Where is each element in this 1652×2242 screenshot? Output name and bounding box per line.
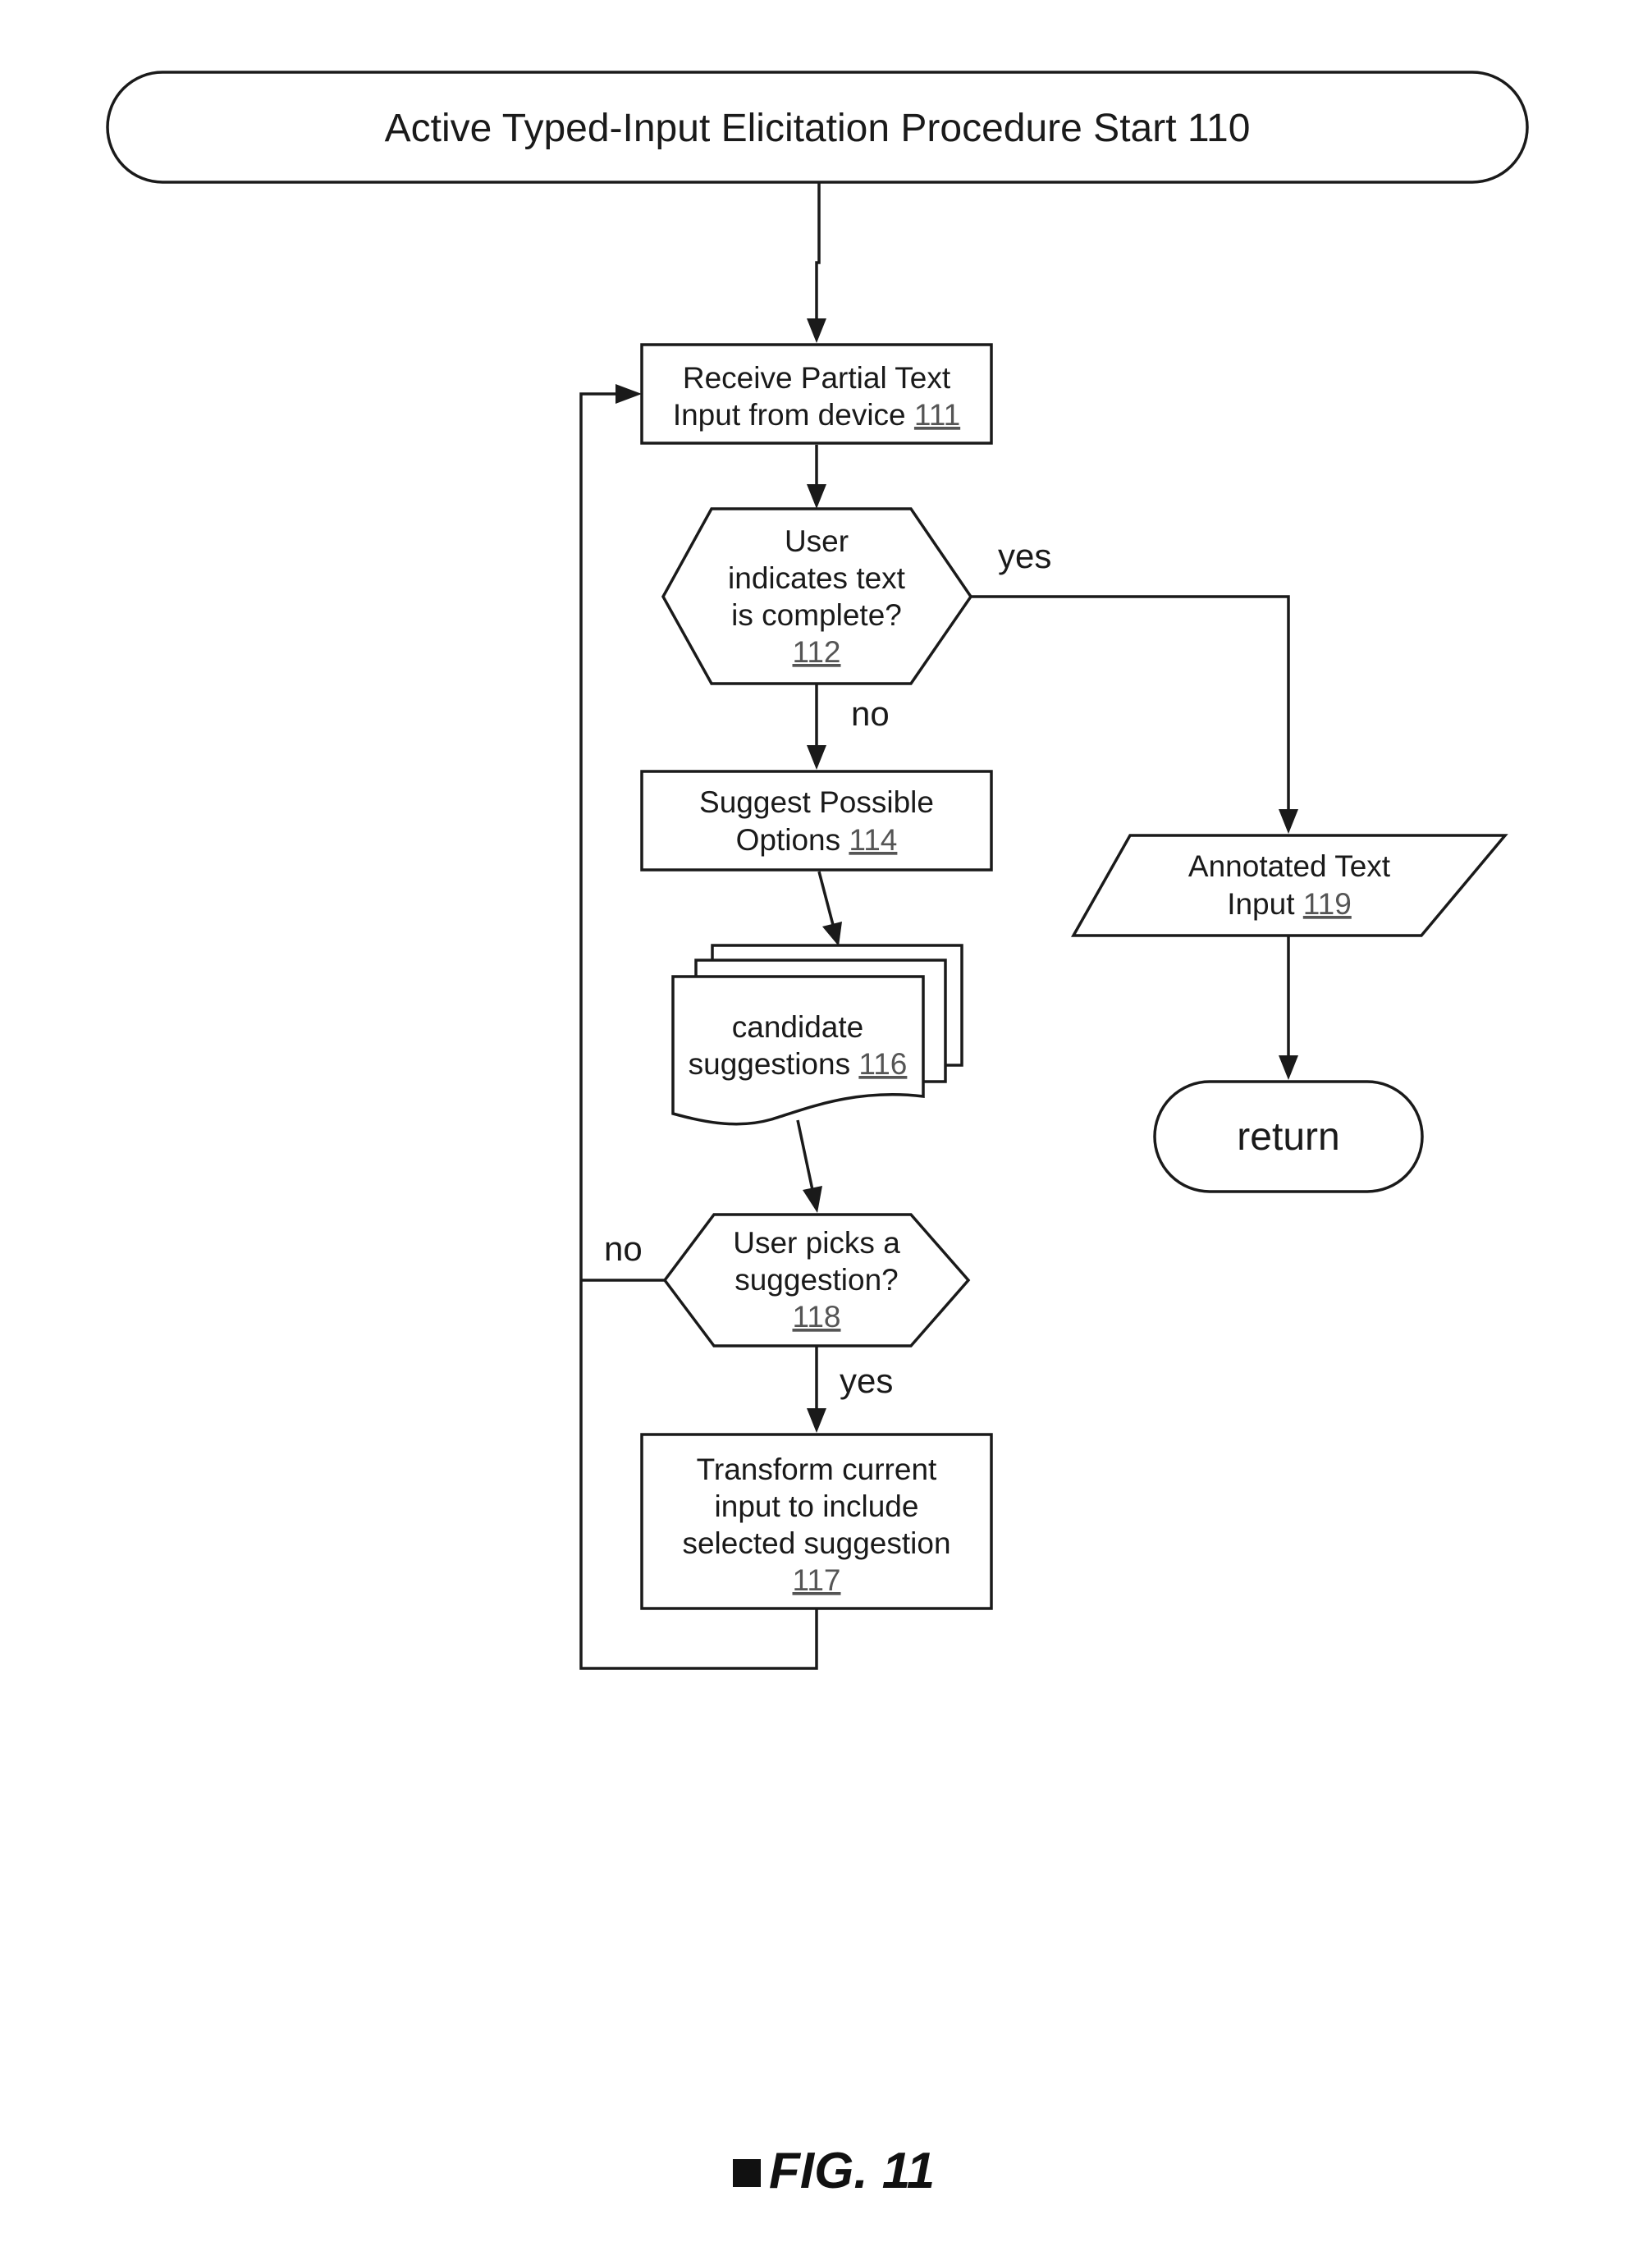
process-117-line-2: input to include: [715, 1489, 919, 1523]
arrowhead: [807, 1408, 826, 1433]
decision-118-line-1: User picks a: [733, 1226, 900, 1260]
connectors: [579, 182, 1298, 1670]
documents-116-ref: 116: [858, 1047, 907, 1081]
documents-116-line-1: candidate: [732, 1010, 863, 1044]
arrowhead: [1279, 1055, 1298, 1080]
arrowhead: [803, 1186, 822, 1213]
svg-text:suggestions 116: suggestions 116: [689, 1047, 908, 1081]
process-111-ref: 111: [914, 398, 960, 432]
decision-118-ref: 118: [793, 1300, 841, 1334]
documents-116: candidate suggestions 116: [671, 944, 963, 1126]
decision-118: User picks a suggestion? 118: [662, 1213, 971, 1347]
edge-116-to-118: [796, 1119, 814, 1191]
edge-112-yes: [968, 595, 1290, 811]
edge-label-no-112: no: [851, 694, 890, 733]
decision-112: User indicates text is complete? 112: [661, 507, 973, 685]
process-114: Suggest Possible Options 114: [640, 770, 993, 872]
process-117-line-1: Transform current: [697, 1453, 937, 1486]
start-terminator: Active Typed-Input Elicitation Procedure…: [106, 71, 1529, 184]
process-111-line-2: Input from device: [673, 398, 906, 432]
process-114-line-2: Options: [736, 823, 841, 857]
documents-116-line-2: suggestions: [689, 1047, 850, 1081]
svg-text:Input from device 111: Input from device 111: [673, 398, 960, 432]
start-label: Active Typed-Input Elicitation Procedure…: [385, 107, 1251, 150]
data-119-ref: 119: [1303, 887, 1352, 921]
process-111-line-1: Receive Partial Text: [683, 361, 951, 395]
data-119-line-1: Annotated Text: [1188, 849, 1391, 883]
arrowhead: [822, 922, 842, 946]
arrowhead: [807, 318, 826, 343]
edge-114-to-116: [817, 871, 835, 926]
figure-caption: FIG. 11: [733, 2143, 935, 2199]
edge-label-yes-118: yes: [840, 1361, 893, 1400]
decision-112-line-1: User: [785, 524, 849, 558]
arrowhead: [807, 745, 826, 770]
edge-label-yes-112: yes: [998, 537, 1051, 575]
decision-118-line-2: suggestion?: [734, 1263, 899, 1297]
process-111: Receive Partial Text Input from device 1…: [640, 343, 993, 445]
figure-label: FIG. 11: [769, 2143, 935, 2199]
svg-text:Options 114: Options 114: [736, 823, 898, 857]
process-114-line-1: Suggest Possible: [699, 785, 934, 819]
decision-112-line-2: indicates text: [728, 561, 906, 595]
decision-112-ref: 112: [793, 635, 841, 669]
process-117-line-3: selected suggestion: [682, 1526, 950, 1560]
process-114-ref: 114: [849, 823, 897, 857]
caption-square-icon: [733, 2159, 761, 2187]
process-117-ref: 117: [793, 1563, 841, 1597]
data-119-line-2: Input: [1227, 887, 1295, 921]
arrowhead: [1279, 809, 1298, 834]
arrowhead: [807, 484, 826, 509]
arrowhead: [615, 384, 642, 404]
decision-112-line-3: is complete?: [731, 598, 902, 632]
return-label: return: [1237, 1115, 1339, 1159]
data-119: Annotated Text Input 119: [1070, 834, 1508, 937]
edge-start-to-111: [815, 182, 821, 320]
svg-text:Input 119: Input 119: [1227, 887, 1352, 921]
edge-117-loop-back: [579, 392, 818, 1670]
return-terminator: return: [1153, 1080, 1424, 1193]
process-117: Transform current input to include selec…: [640, 1433, 993, 1610]
edge-label-no-118: no: [604, 1229, 643, 1268]
